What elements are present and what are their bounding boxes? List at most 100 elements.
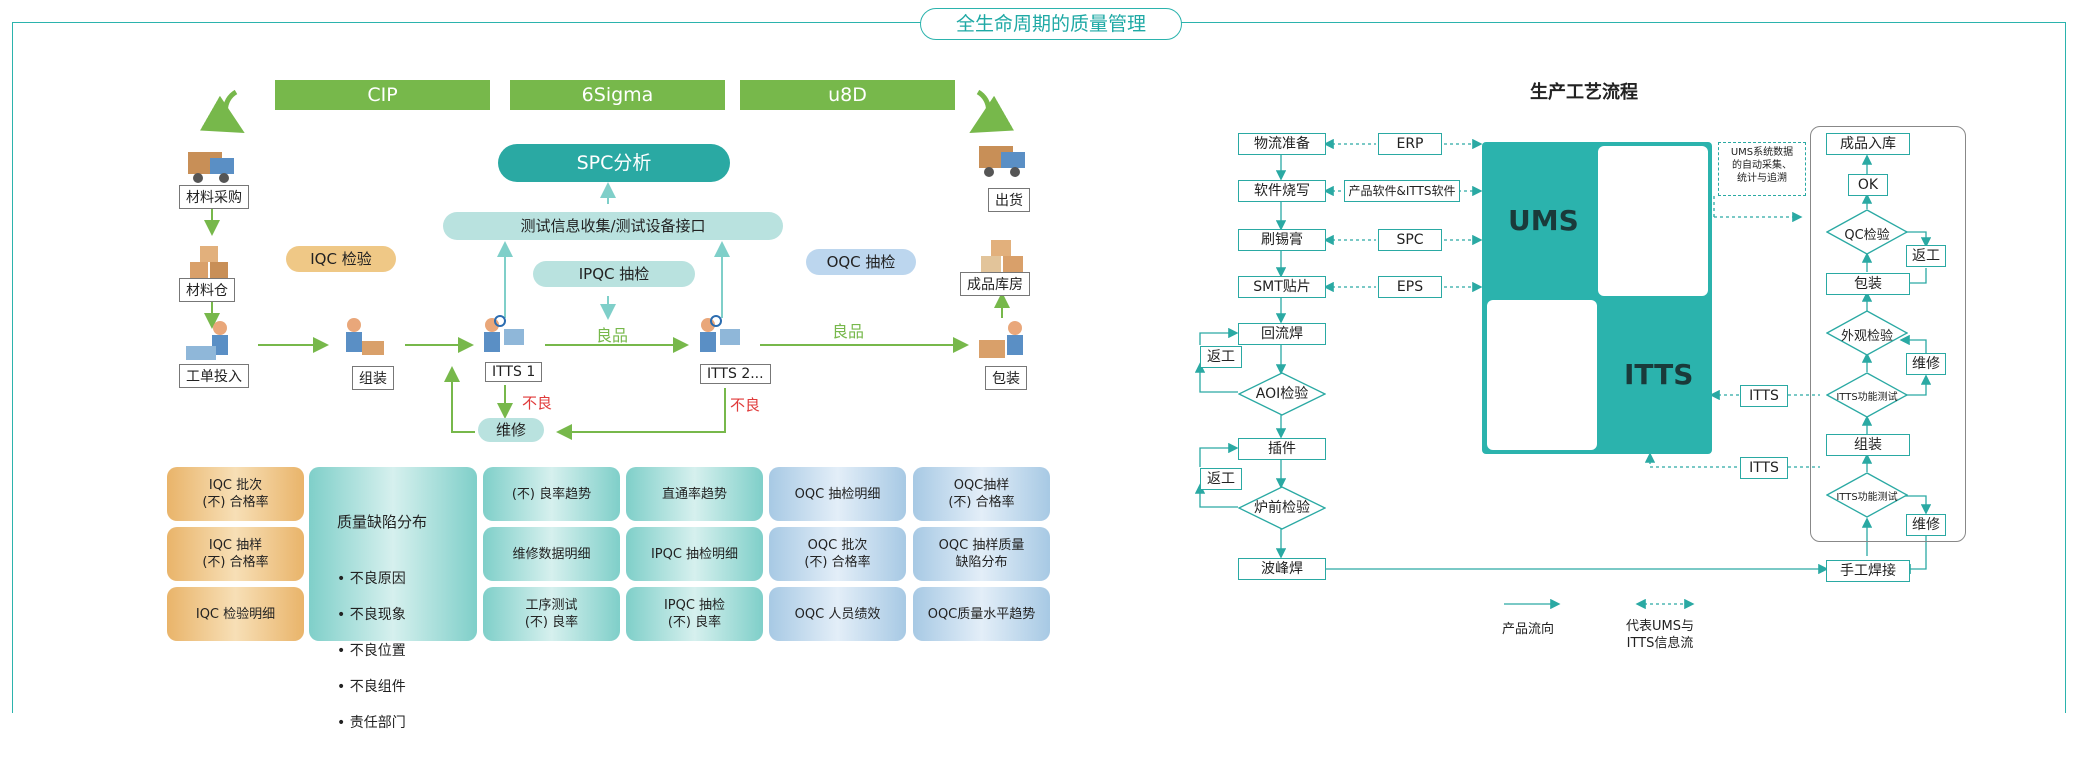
diamond-qc (1826, 209, 1908, 255)
test-info-collect: 测试信息收集/测试设备接口 (443, 212, 783, 240)
node-plugin: 插件 (1238, 438, 1326, 460)
final-process-box (1810, 126, 1966, 542)
cell-ipqc-detail: IPQC 抽检明细 (626, 527, 763, 581)
bar-u8d: u8D (740, 80, 955, 110)
station-assemble: 组装 (352, 366, 394, 390)
node-box-rework: 返工 (1906, 245, 1946, 267)
defect-item: • 不良现象 (337, 607, 406, 623)
purchase-icon (184, 138, 240, 188)
ums-white-panel (1598, 146, 1708, 296)
spc-analysis: SPC分析 (498, 144, 730, 182)
bad-label-2: 不良 (730, 396, 761, 414)
assemble-worker-icon (332, 315, 388, 365)
cell-yield-trend: (不) 良率趋势 (483, 467, 620, 521)
itts1-worker-icon (478, 315, 534, 365)
diamond-itts-test-1 (1826, 372, 1908, 418)
ipqc-check: IPQC 抽检 (533, 261, 695, 287)
defect-item: • 不良组件 (337, 679, 406, 695)
diamond-itts-test-1-label: ITTS功能测试 (1836, 392, 1898, 403)
node-rework-2: 返工 (1200, 468, 1242, 490)
bad-label-1: 不良 (522, 394, 553, 412)
diamond-visual-label: 外观检验 (1840, 329, 1893, 344)
iqc-check: IQC 检验 (286, 246, 396, 272)
node-smt: SMT贴片 (1238, 276, 1326, 298)
legend-info: 代表UMS与 ITTS信息流 (1626, 619, 1694, 651)
itts-white-panel (1487, 300, 1597, 450)
cell-ipqc-yield: IPQC 抽检 (不) 良率 (626, 587, 763, 641)
ship-icon (975, 132, 1031, 182)
sys-eps: EPS (1378, 276, 1442, 298)
cell-oqc-level-trend: OQC质量水平趋势 (913, 587, 1050, 641)
pack-worker-icon (975, 318, 1031, 368)
station-warehouse: 材料仓 (179, 278, 235, 302)
node-solder-paste: 刷锡膏 (1238, 229, 1326, 251)
sys-spc: SPC (1378, 229, 1442, 251)
node-box-repair-1: 维修 (1906, 353, 1946, 375)
node-ok: OK (1848, 174, 1888, 196)
warehouse-icon (184, 236, 240, 286)
itts-tag-2: ITTS (1740, 457, 1788, 479)
ums-note: UMS系统数据 的自动采集、 统计与追溯 (1718, 142, 1806, 196)
good-label-1: 良品 (596, 326, 629, 345)
station-ship: 出货 (988, 188, 1030, 212)
station-itts2: ITTS 2... (700, 364, 771, 384)
cell-iqc-detail: IQC 检验明细 (167, 587, 304, 641)
diamond-aoi-label: AOI检验 (1255, 386, 1309, 402)
bar-6sigma: 6Sigma (510, 80, 725, 110)
station-input: 工单投入 (179, 364, 249, 388)
cell-iqc-sample: IQC 抽样 (不) 合格率 (167, 527, 304, 581)
node-rework-1: 返工 (1200, 346, 1242, 368)
defect-title: 质量缺陷分布 (337, 513, 428, 531)
good-label-2: 良品 (832, 322, 865, 341)
station-store: 成品库房 (960, 272, 1030, 296)
node-box-repair-2: 维修 (1906, 514, 1946, 536)
diamond-qc-label: QC检验 (1844, 228, 1890, 243)
store-icon (975, 232, 1031, 282)
itts-label: ITTS (1624, 358, 1694, 391)
diamond-prefurnace-label: 炉前检验 (1254, 500, 1310, 516)
cell-oqc-staff: OQC 人员绩效 (769, 587, 906, 641)
station-pack: 包装 (985, 366, 1027, 390)
defect-item: • 责任部门 (337, 715, 406, 731)
itts2-worker-icon (694, 315, 750, 365)
node-software-burn: 软件烧写 (1238, 180, 1326, 202)
right-connectors (1194, 138, 1932, 575)
cell-oqc-detail: OQC 抽检明细 (769, 467, 906, 521)
diamond-itts-test-2 (1826, 472, 1908, 518)
ums-label: UMS (1508, 204, 1579, 237)
defect-item: • 不良原因 (337, 571, 406, 587)
legend-lines (1504, 598, 1695, 610)
input-worker-icon (184, 318, 240, 368)
node-wave: 波峰焊 (1238, 558, 1326, 580)
cell-repair-detail: 维修数据明细 (483, 527, 620, 581)
node-manual-weld: 手工焊接 (1826, 560, 1910, 582)
diamond-prefurnace (1238, 486, 1326, 530)
itts-tag-1: ITTS (1740, 385, 1788, 407)
cell-process-yield: 工序测试 (不) 良率 (483, 587, 620, 641)
sys-software: 产品软件&ITTS软件 (1344, 180, 1460, 202)
cell-oqc-sample-rate: OQC抽样 (不) 合格率 (913, 467, 1050, 521)
node-warehouse-in: 成品入库 (1826, 133, 1910, 155)
process-title: 生产工艺流程 (1530, 82, 1638, 103)
diamond-aoi (1238, 372, 1326, 416)
bar-cip: CIP (275, 80, 490, 110)
cell-defect-distribution: 质量缺陷分布 • 不良原因 • 不良现象 • 不良位置 • 不良组件 • 责任部… (309, 467, 477, 731)
defect-item: • 不良位置 (337, 643, 406, 659)
sys-erp: ERP (1378, 133, 1442, 155)
diamond-itts-test-2-label: ITTS功能测试 (1836, 492, 1898, 503)
cell-iqc-batch: IQC 批次 (不) 合格率 (167, 467, 304, 521)
cell-pass-trend: 直通率趋势 (626, 467, 763, 521)
left-connectors (200, 89, 1014, 440)
node-pack: 包装 (1826, 273, 1910, 295)
legend-product: 产品流向 (1502, 622, 1555, 637)
node-assemble: 组装 (1826, 434, 1910, 456)
cell-oqc-batch: OQC 批次 (不) 合格率 (769, 527, 906, 581)
node-logistics: 物流准备 (1238, 133, 1326, 155)
main-title: 全生命周期的质量管理 (920, 8, 1182, 40)
repair-node: 维修 (478, 418, 544, 442)
diamond-visual (1826, 310, 1908, 356)
station-itts1: ITTS 1 (485, 362, 543, 382)
station-purchase: 材料采购 (179, 185, 249, 209)
oqc-check: OQC 抽检 (806, 249, 916, 275)
cell-oqc-sample-defect: OQC 抽样质量 缺陷分布 (913, 527, 1050, 581)
